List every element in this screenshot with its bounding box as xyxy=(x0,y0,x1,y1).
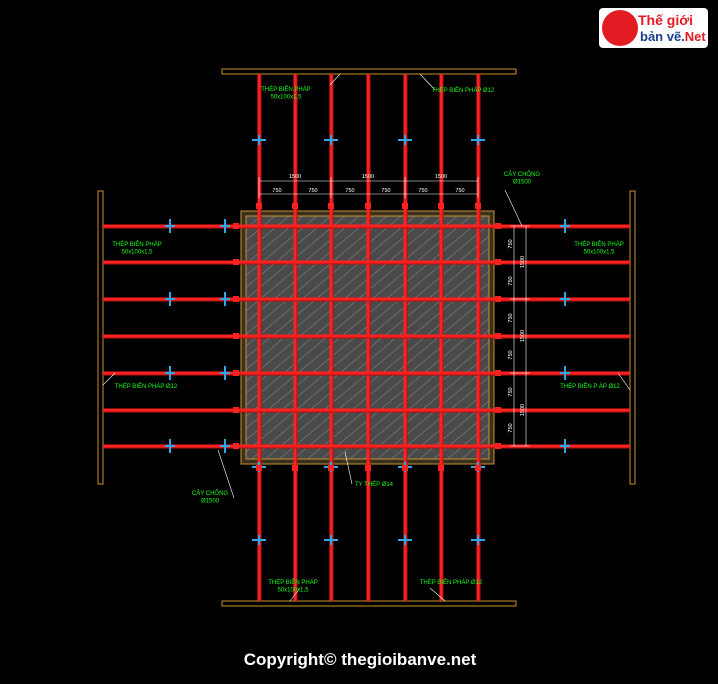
dim-text-right-minor: 750 xyxy=(508,350,514,359)
tie-marker xyxy=(233,296,239,302)
tie-marker xyxy=(256,203,262,209)
tie-marker xyxy=(495,333,501,339)
dim-text-top-minor: 750 xyxy=(272,188,281,194)
tie-marker xyxy=(495,407,501,413)
tie-marker xyxy=(495,259,501,265)
formwork-structure xyxy=(97,68,636,607)
dim-text-top-minor: 750 xyxy=(455,188,464,194)
left-outer-beam xyxy=(97,190,104,485)
dim-text-right-minor: 750 xyxy=(508,423,514,432)
label-right-top: 50x100x1,5 xyxy=(583,250,615,256)
site-logo: Thế giới bản vẽ.Net xyxy=(599,8,708,48)
label-bottom-left: THÉP BIÊN PHÁP xyxy=(268,578,318,586)
leader-line xyxy=(289,587,301,602)
tie-marker xyxy=(495,296,501,302)
dim-text-right-minor: 750 xyxy=(508,387,514,396)
tie-marker xyxy=(233,370,239,376)
tie-marker xyxy=(328,465,334,471)
tie-marker xyxy=(233,333,239,339)
dim-text-top-minor: 750 xyxy=(345,188,354,194)
dim-text-right-major: 1500 xyxy=(520,330,526,342)
tie-marker xyxy=(292,465,298,471)
label-right-top: THÉP BIÊN PHÁP xyxy=(574,240,624,248)
tie-marker xyxy=(233,223,239,229)
tie-marker xyxy=(233,407,239,413)
logo-line2: bản vẽ.Net xyxy=(640,29,706,44)
dim-text-right-minor: 750 xyxy=(508,239,514,248)
label-tie: TY THÉP Ø14 xyxy=(355,481,394,488)
tie-marker xyxy=(402,203,408,209)
tie-marker xyxy=(233,443,239,449)
tie-marker xyxy=(256,465,262,471)
leader-line xyxy=(504,189,523,227)
label-prop-top: CÂY CHỐNG xyxy=(504,171,541,178)
leader-line xyxy=(329,73,341,86)
leader-line xyxy=(429,587,446,602)
leader-line xyxy=(419,73,436,91)
tie-marker xyxy=(328,203,334,209)
label-left-top: 50x100x1,5 xyxy=(121,250,153,256)
tie-marker xyxy=(365,465,371,471)
dim-text-top-minor: 750 xyxy=(381,188,390,194)
leader-line xyxy=(217,449,235,499)
top-outer-beam xyxy=(221,68,517,75)
dim-text-top-major: 1500 xyxy=(289,174,301,180)
tie-marker xyxy=(495,370,501,376)
tie-marker xyxy=(438,203,444,209)
label-prop-top: Ø1500 xyxy=(513,180,532,186)
right-outer-beam xyxy=(629,190,636,485)
leader-line xyxy=(617,372,631,391)
dim-text-right-minor: 750 xyxy=(508,313,514,322)
tie-marker xyxy=(438,465,444,471)
tie-marker xyxy=(292,203,298,209)
dim-text-right-major: 1500 xyxy=(520,256,526,268)
tie-marker xyxy=(402,465,408,471)
logo-line2-accent: Net xyxy=(684,29,706,44)
tie-marker xyxy=(495,223,501,229)
dim-text-top-minor: 750 xyxy=(308,188,317,194)
tie-marker xyxy=(233,259,239,265)
leader-line xyxy=(102,372,116,386)
label-prop-bottom: Ø1500 xyxy=(201,499,220,505)
dim-text-top-major: 1500 xyxy=(362,174,374,180)
tie-marker xyxy=(475,203,481,209)
copyright-text: Copyright© thegioibanve.net xyxy=(244,650,477,669)
label-prop-bottom: CÂY CHỐNG xyxy=(192,490,229,497)
leader-line xyxy=(344,451,353,485)
bottom-outer-beam xyxy=(221,600,517,607)
label-bottom-right: THÉP BIÊN PHÁP Ø12 xyxy=(420,578,483,586)
label-right-mid: THÉP BIÊN P ÁP Ø12 xyxy=(560,382,620,390)
label-left-top: THÉP BIÊN PHÁP xyxy=(112,240,162,248)
label-left-mid: THÉP BIÊN PHÁP Ø12 xyxy=(115,382,178,390)
tie-marker xyxy=(495,443,501,449)
label-top-left: 50x100x1,5 xyxy=(270,95,302,101)
tie-marker xyxy=(365,203,371,209)
label-bottom-left: 50x100x1,5 xyxy=(277,588,309,594)
tie-marker xyxy=(475,465,481,471)
dim-text-right-major: 1500 xyxy=(520,404,526,416)
logo-line2-main: bản vẽ. xyxy=(640,29,685,44)
dim-text-top-major: 1500 xyxy=(435,174,447,180)
label-top-left: THÉP BIÊN PHÁP xyxy=(261,85,311,93)
dim-text-right-minor: 750 xyxy=(508,276,514,285)
dim-text-top-minor: 750 xyxy=(418,188,427,194)
label-top-right: THÉP BIÊN PHÁP Ø12 xyxy=(432,86,495,94)
logo-line1: Thế giới xyxy=(638,12,694,28)
house-icon xyxy=(602,10,638,46)
